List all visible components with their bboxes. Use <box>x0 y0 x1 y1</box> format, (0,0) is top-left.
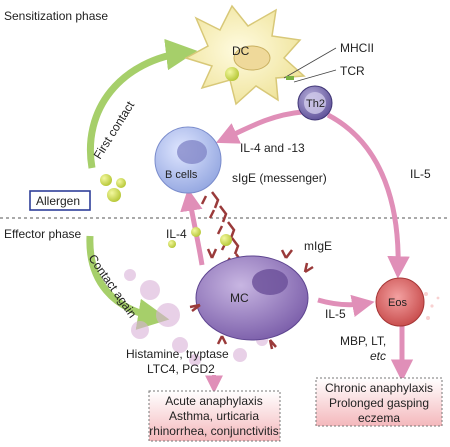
b-cell: B cells <box>154 126 222 194</box>
ltc4-label: LTC4, PGD2 <box>147 362 215 376</box>
dc-label: DC <box>232 44 250 58</box>
dendritic-cell: DC <box>184 4 306 106</box>
acute-outcome-box: Acute anaphylaxis Asthma, urticaria rhin… <box>148 390 281 442</box>
eosinophil: Eos <box>375 277 440 327</box>
first-contact-arrow <box>87 38 198 169</box>
effector-phase-label: Effector phase <box>4 227 81 241</box>
sensitization-phase-label: Sensitization phase <box>4 9 108 23</box>
sige-label: sIgE (messenger) <box>232 171 327 185</box>
acute-line-1: Acute anaphylaxis <box>165 394 262 408</box>
il4-13-label: IL-4 and -13 <box>240 141 305 155</box>
il5-th2-to-eos-arrow <box>326 112 410 279</box>
acute-line-2: Asthma, urticaria <box>169 409 259 423</box>
mc-label: MC <box>230 291 249 305</box>
contact-again-arrow <box>86 235 170 330</box>
il5-mc-to-eos-arrow <box>317 294 375 317</box>
mast-cell: MC <box>189 248 314 350</box>
tcr-leader-line <box>293 69 337 83</box>
mige-receptors <box>189 248 314 350</box>
allergen-box <box>29 190 91 211</box>
chronic-line-2: Prolonged gasping <box>329 396 429 410</box>
il4-13-arrow <box>215 109 303 144</box>
mhcii-leader-line <box>283 47 337 79</box>
mhcii-receptor <box>286 76 294 80</box>
allergen-particles <box>100 67 239 248</box>
etc-label: etc <box>370 349 386 363</box>
tcr-label: TCR <box>340 64 365 78</box>
mediator-cloud <box>124 269 268 366</box>
acute-line-3: rhinorrhea, conjunctivitis <box>149 424 278 438</box>
sige-molecules <box>200 191 243 265</box>
th2-cell: Th2 <box>297 85 333 121</box>
histamine-label: Histamine, tryptase <box>126 347 229 361</box>
th2-label: Th2 <box>306 98 325 110</box>
chronic-line-1: Chronic anaphylaxis <box>325 381 433 395</box>
il5-right-label: IL-5 <box>410 167 431 181</box>
il5-mc-label: IL-5 <box>325 307 346 321</box>
b-cells-label: B cells <box>165 169 198 181</box>
mbp-lt-label: MBP, LT, <box>340 334 386 348</box>
il4-label: IL-4 <box>166 227 187 241</box>
eos-label: Eos <box>388 297 407 309</box>
chronic-line-3: eczema <box>358 411 400 425</box>
mige-label: mIgE <box>304 239 332 253</box>
mhcii-label: MHCII <box>340 41 374 55</box>
chronic-outcome-box: Chronic anaphylaxis Prolonged gasping ec… <box>315 377 443 427</box>
contact-again-label: Contact again <box>86 252 140 321</box>
allergen-label: Allergen <box>36 194 80 208</box>
